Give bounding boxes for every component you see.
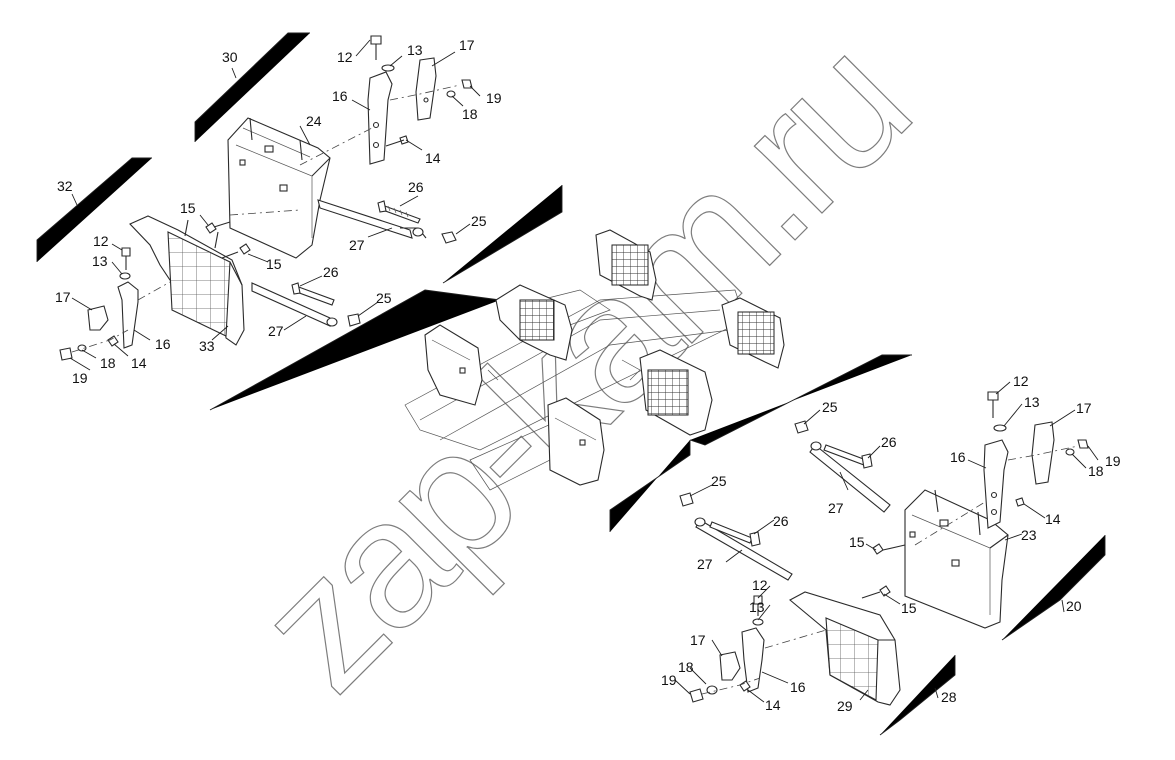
callout-14d: 14: [765, 697, 781, 713]
assembly-30: [194, 32, 473, 259]
mini-fender-4: [424, 324, 483, 406]
callout-13d: 13: [749, 599, 765, 615]
callout-28: 28: [941, 689, 957, 705]
bracket-16d: [741, 627, 765, 693]
assembly-32: [36, 157, 361, 361]
callout-13: 13: [407, 42, 423, 58]
assembly-28: [679, 492, 956, 736]
fender-23: [904, 489, 1009, 629]
callout-labels: 12 13 17 19 18 16 14 24 30 26 15 27 25 3…: [55, 37, 1121, 714]
callout-12: 12: [337, 49, 353, 65]
callout-26: 26: [408, 179, 424, 195]
mini-fender-1: [495, 284, 573, 361]
callout-19: 19: [486, 90, 502, 106]
callout-29: 29: [837, 698, 853, 714]
callout-18d: 18: [678, 659, 694, 675]
nut-25: [441, 231, 457, 244]
mini-fender-6: [547, 397, 605, 486]
rod-27: [317, 199, 413, 239]
leader-lines: [69, 39, 1099, 703]
callout-27: 27: [349, 237, 365, 253]
callout-26b: 26: [323, 264, 339, 280]
callout-17: 17: [459, 37, 475, 53]
callout-18c: 18: [1088, 463, 1104, 479]
callout-16b: 16: [155, 336, 171, 352]
bolt-15: [205, 222, 217, 234]
callout-14c: 14: [1045, 511, 1061, 527]
callout-25c: 25: [822, 399, 838, 415]
callout-18: 18: [462, 106, 478, 122]
callout-23: 23: [1021, 527, 1037, 543]
assembly-20: [794, 391, 1106, 641]
fender-24: [227, 117, 331, 259]
callout-16d: 16: [790, 679, 806, 695]
callout-19c: 19: [1105, 453, 1121, 469]
callout-15b: 15: [266, 256, 282, 272]
clamp-17: [415, 57, 437, 121]
mini-fender-5: [639, 349, 713, 436]
callout-25b: 25: [376, 290, 392, 306]
callout-27b: 27: [268, 323, 284, 339]
washer-13: [381, 64, 395, 72]
callout-12b: 12: [93, 233, 109, 249]
callout-16c: 16: [950, 449, 966, 465]
callout-24: 24: [306, 113, 322, 129]
callout-12c: 12: [1013, 373, 1029, 389]
callout-17c: 17: [1076, 400, 1092, 416]
callout-17b: 17: [55, 289, 71, 305]
bolt-12: [370, 35, 382, 45]
bracket-16: [367, 71, 393, 165]
callout-12d: 12: [752, 577, 768, 593]
callout-26c: 26: [881, 434, 897, 450]
callout-18b: 18: [100, 355, 116, 371]
callout-26d: 26: [773, 513, 789, 529]
callout-25d: 25: [711, 473, 727, 489]
callout-15d: 15: [901, 600, 917, 616]
callout-27d: 27: [697, 556, 713, 572]
callout-33: 33: [199, 338, 215, 354]
mini-fender-2: [595, 229, 657, 301]
rod-27c: [809, 444, 891, 513]
callout-13c: 13: [1024, 394, 1040, 410]
callout-20: 20: [1066, 598, 1082, 614]
callout-13b: 13: [92, 253, 108, 269]
bracket-16c: [983, 439, 1009, 529]
callout-25: 25: [471, 213, 487, 229]
clamp-17c: [1031, 421, 1055, 485]
rod-27b: [251, 282, 331, 327]
chassis-overview: [404, 229, 785, 491]
mini-fender-3: [721, 297, 785, 369]
callout-19b: 19: [72, 370, 88, 386]
clamp-17b: [87, 305, 109, 331]
callout-14: 14: [425, 150, 441, 166]
nut-19b: [59, 347, 73, 361]
callout-15c: 15: [849, 534, 865, 550]
washer-18: [446, 90, 456, 98]
callout-30: 30: [222, 49, 238, 65]
callout-17d: 17: [690, 632, 706, 648]
bolt-26: [379, 204, 421, 224]
bracket-16b: [117, 281, 139, 349]
callout-15: 15: [180, 200, 196, 216]
callout-32: 32: [57, 178, 73, 194]
callout-16: 16: [332, 88, 348, 104]
callout-27c: 27: [828, 500, 844, 516]
callout-14b: 14: [131, 355, 147, 371]
callout-19d: 19: [661, 672, 677, 688]
